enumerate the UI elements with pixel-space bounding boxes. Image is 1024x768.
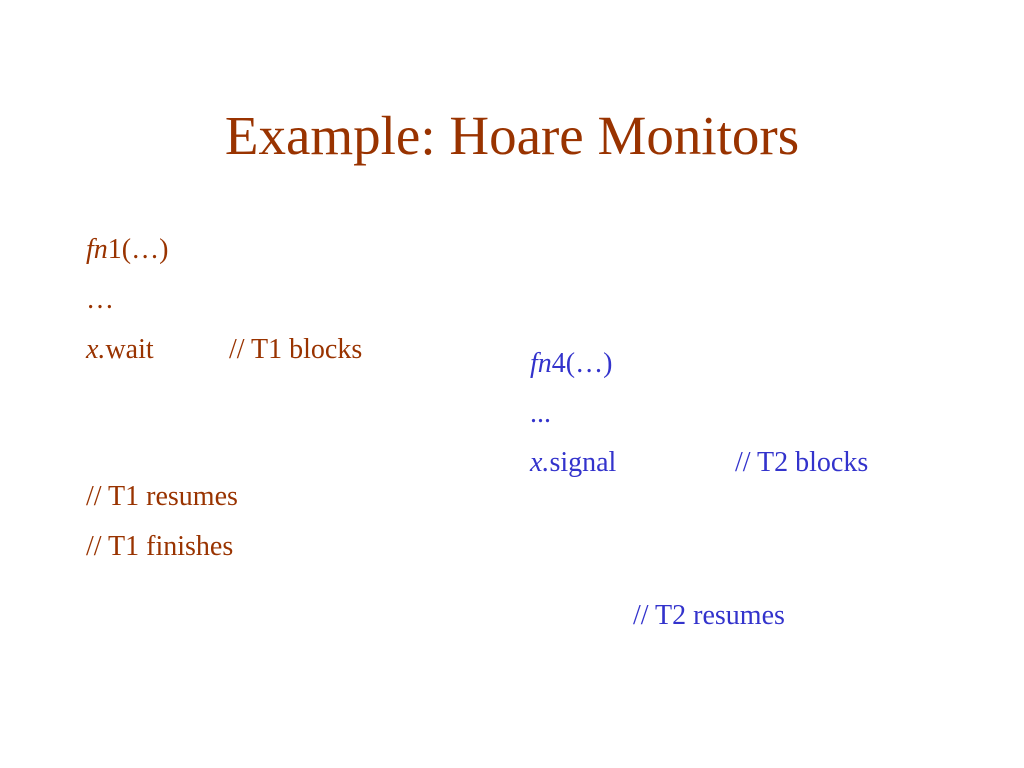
t1-function-line: fn1(…) [86,233,168,267]
t2-signal-comment: // T2 blocks [735,447,869,478]
t2-signal-call: signal [549,447,617,478]
t2-signal-line: x.signal [530,446,616,480]
t1-finishes-comment: // T1 finishes [86,531,234,562]
t1-resumes-comment: // T1 resumes [86,481,238,512]
t2-signal-var: x. [530,447,550,478]
t1-fn-name: fn [86,234,108,265]
t1-ellipsis: … [86,284,114,315]
t1-wait-call: wait [105,334,154,365]
slide-title: Example: Hoare Monitors [224,105,800,166]
t2-fn-name: fn [530,348,552,379]
t2-fn-args: 4(…) [551,348,613,379]
t1-wait-comment: // T1 blocks [229,334,363,365]
t1-wait-line: x.wait [86,333,154,367]
t1-fn-args: 1(…) [107,234,169,265]
t2-ellipsis: ... [530,398,551,429]
t1-wait-var: x. [86,334,106,365]
t2-function-line: fn4(…) [530,347,612,381]
t2-resumes-comment: // T2 resumes [633,600,785,631]
